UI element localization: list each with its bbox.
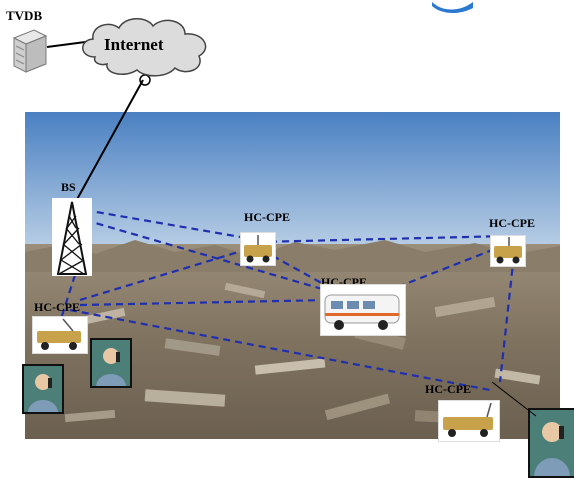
user-link xyxy=(491,381,537,417)
internet-cloud-icon xyxy=(82,18,207,77)
hc-cpe-vehicle-3 xyxy=(320,284,406,336)
hc-cpe-label-2: HC-CPE xyxy=(489,216,535,230)
hc-cpe-truck-5 xyxy=(438,400,500,442)
bs-label: BS xyxy=(61,180,76,194)
hc-cpe-label-4: HC-CPE xyxy=(34,300,80,314)
person-phone-icon xyxy=(92,340,130,386)
backhaul-link xyxy=(74,79,144,204)
bs-tower xyxy=(52,198,92,276)
hc-cpe-label-1: HC-CPE xyxy=(244,210,290,224)
link-bs-cpe4 xyxy=(58,274,77,323)
link-cpe2-cpe3 xyxy=(389,243,506,292)
server-icon xyxy=(12,29,48,73)
user-phone-1 xyxy=(90,338,132,388)
hc-cpe-truck-4 xyxy=(32,316,88,354)
disaster-scene-photo xyxy=(25,112,560,439)
hc-cpe-truck-1 xyxy=(240,232,276,266)
link-bs-cpe1 xyxy=(84,208,259,242)
truck-icon xyxy=(37,318,81,350)
link-cpe1-cpe2 xyxy=(257,234,509,244)
person-phone-icon xyxy=(530,410,574,476)
link-cpe4-cpe1 xyxy=(79,248,246,302)
link-bs-cpe3 xyxy=(84,218,361,302)
truck-icon xyxy=(443,402,493,437)
tvdb-label: TVDB xyxy=(6,8,43,23)
link-cpe4-cpe5 xyxy=(69,308,491,392)
hc-cpe-truck-2 xyxy=(490,235,526,267)
user-phone-3 xyxy=(528,408,574,478)
tower-icon xyxy=(56,201,88,275)
person-phone-icon xyxy=(24,366,62,412)
hc-cpe-label-5: HC-CPE xyxy=(425,382,471,396)
logo-fragment xyxy=(432,2,473,14)
link-cpe4-cpe3 xyxy=(79,298,331,307)
link-cpe2-cpe5 xyxy=(498,244,517,383)
truck-icon xyxy=(494,237,522,264)
truck-icon xyxy=(244,235,272,263)
van-icon xyxy=(324,294,400,330)
internet-label: Internet xyxy=(104,35,164,54)
user-phone-2 xyxy=(22,364,64,414)
